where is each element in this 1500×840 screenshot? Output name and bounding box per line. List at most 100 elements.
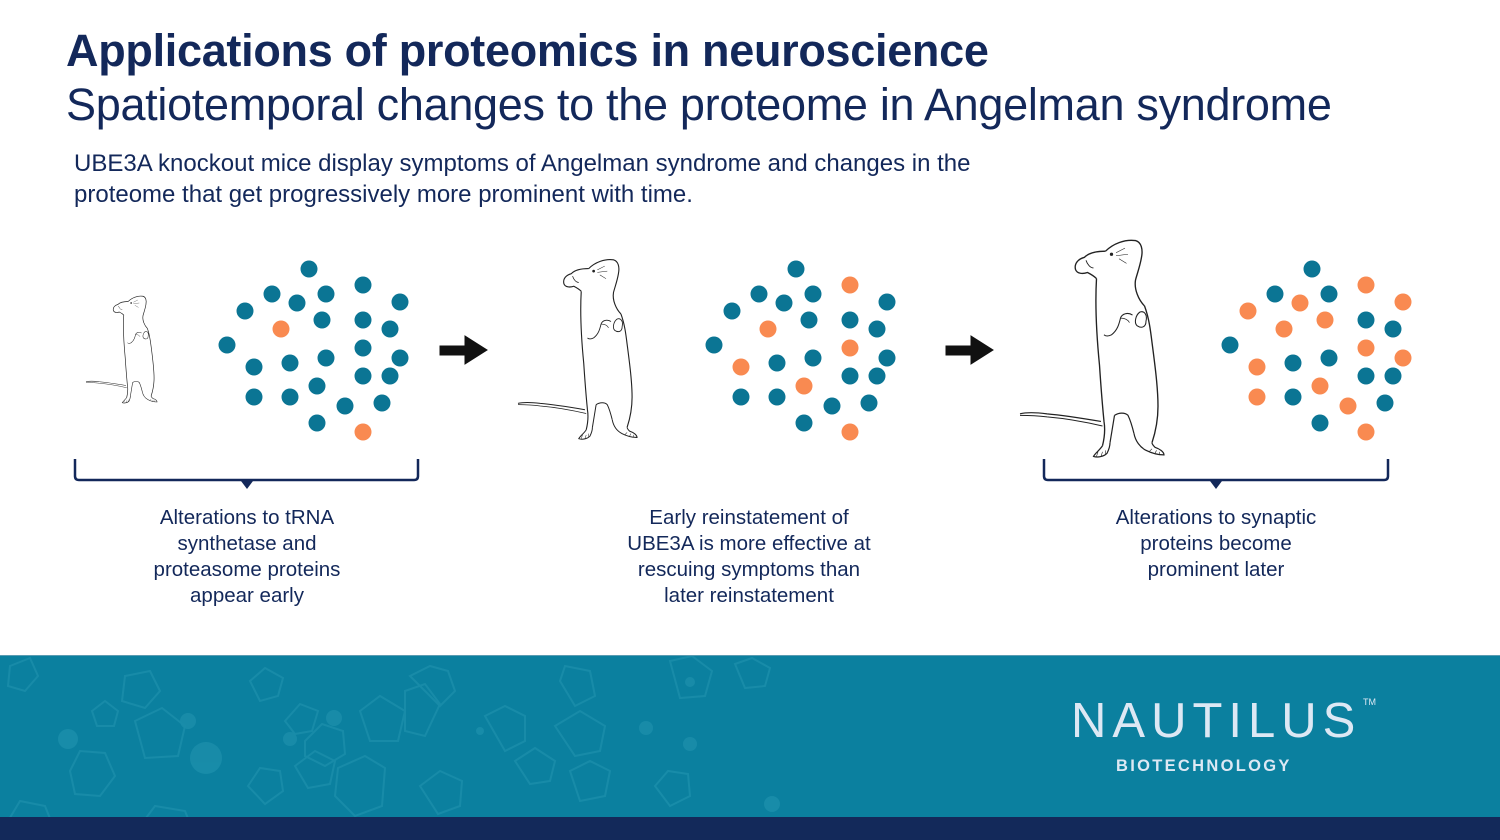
protein-dot-teal <box>768 388 786 406</box>
protein-dot-orange <box>841 423 859 441</box>
caption-middle: Early reinstatement of UBE3A is more eff… <box>589 505 909 609</box>
caption-line: proteasome proteins <box>153 558 341 581</box>
protein-dot-teal <box>732 388 750 406</box>
protein-dot-teal <box>804 285 822 303</box>
page-title: Applications of proteomics in neuroscien… <box>66 25 989 76</box>
protein-dot-teal <box>1221 336 1239 354</box>
protein-dot-teal <box>750 285 768 303</box>
caption-line: proteins become <box>1140 532 1292 555</box>
protein-dot-orange <box>1394 293 1412 311</box>
protein-dot-teal <box>1320 285 1338 303</box>
protein-dot-teal <box>1284 354 1302 372</box>
footer-band: NAUTILUS TM BIOTECHNOLOGY <box>0 655 1500 818</box>
protein-dot-teal <box>768 354 786 372</box>
protein-dot-teal <box>1266 285 1284 303</box>
protein-dot-teal <box>281 388 299 406</box>
protein-dot-orange <box>841 339 859 357</box>
protein-dot-teal <box>300 260 318 278</box>
protein-dot-teal <box>381 367 399 385</box>
protein-dot-teal <box>775 294 793 312</box>
protein-dot-orange <box>1339 397 1357 415</box>
caption-line: Early reinstatement of <box>649 506 849 529</box>
caption-line: UBE3A is more effective at <box>627 532 871 555</box>
protein-dot-orange <box>795 377 813 395</box>
intro-text: UBE3A knockout mice display symptoms of … <box>74 148 1174 210</box>
protein-dot-orange <box>1248 388 1266 406</box>
protein-dot-orange <box>841 276 859 294</box>
caption-line: appear early <box>190 584 304 607</box>
protein-dot-orange <box>732 358 750 376</box>
caption-line: Alterations to tRNA <box>159 506 335 529</box>
protein-dot-teal <box>1376 394 1394 412</box>
footer-bottom-bar <box>0 817 1500 840</box>
protein-dot-teal <box>1384 367 1402 385</box>
protein-dot-orange <box>1291 294 1309 312</box>
protein-dot-teal <box>841 367 859 385</box>
protein-dot-teal <box>263 285 281 303</box>
protein-dot-teal <box>800 311 818 329</box>
protein-dot-orange <box>354 423 372 441</box>
protein-dot-teal <box>1384 320 1402 338</box>
diagram-canvas <box>73 239 1412 489</box>
protein-dot-teal <box>245 358 263 376</box>
protein-dot-teal <box>308 414 326 432</box>
protein-dot-cluster-middle <box>705 260 896 441</box>
protein-dot-teal <box>391 293 409 311</box>
caption-line: prominent later <box>1147 558 1285 581</box>
protein-dot-teal <box>878 293 896 311</box>
protein-dot-teal <box>878 349 896 367</box>
protein-dot-teal <box>281 354 299 372</box>
protein-dot-teal <box>288 294 306 312</box>
protein-dot-teal <box>391 349 409 367</box>
bracket-late <box>1042 459 1390 489</box>
caption-early: Alterations to tRNA synthetase and prote… <box>87 505 407 609</box>
protein-dot-teal <box>723 302 741 320</box>
protein-dot-orange <box>1275 320 1293 338</box>
protein-dot-teal <box>1303 260 1321 278</box>
protein-dot-orange <box>1239 302 1257 320</box>
logo-trademark: TM <box>1363 697 1376 707</box>
protein-dot-teal <box>218 336 236 354</box>
protein-dot-teal <box>1357 311 1375 329</box>
bracket-early <box>73 459 420 489</box>
mouse-large-icon <box>1019 239 1165 458</box>
protein-dot-teal <box>795 414 813 432</box>
protein-dot-teal <box>354 339 372 357</box>
protein-dot-teal <box>868 367 886 385</box>
protein-dot-orange <box>759 320 777 338</box>
mouse-small-icon <box>85 295 158 404</box>
protein-dot-teal <box>787 260 805 278</box>
protein-dot-teal <box>354 276 372 294</box>
protein-dot-cluster-late <box>1221 260 1412 441</box>
protein-dot-teal <box>336 397 354 415</box>
mouse-medium-icon <box>517 258 638 440</box>
protein-dot-teal <box>313 311 331 329</box>
caption-line: rescuing symptoms than <box>637 558 861 581</box>
logo-tagline: BIOTECHNOLOGY <box>1116 757 1292 775</box>
protein-dot-orange <box>1394 349 1412 367</box>
protein-dot-teal <box>868 320 886 338</box>
protein-dot-orange <box>1357 339 1375 357</box>
protein-dot-teal <box>1311 414 1329 432</box>
nautilus-logo: NAUTILUS TM BIOTECHNOLOGY <box>1071 693 1411 793</box>
protein-dot-teal <box>373 394 391 412</box>
caption-line: later reinstatement <box>664 584 834 607</box>
protein-dot-teal <box>308 377 326 395</box>
caption-late: Alterations to synaptic proteins become … <box>1056 505 1376 583</box>
protein-dot-teal <box>245 388 263 406</box>
page-subtitle: Spatiotemporal changes to the proteome i… <box>66 79 1332 130</box>
protein-dot-orange <box>1357 423 1375 441</box>
protein-dot-teal <box>823 397 841 415</box>
protein-dot-teal <box>1320 349 1338 367</box>
caption-line: Alterations to synaptic <box>1115 506 1317 529</box>
right-arrow-icon <box>945 335 994 365</box>
right-arrow-icon <box>439 335 488 365</box>
protein-dot-orange <box>1357 276 1375 294</box>
caption-line: synthetase and <box>177 532 317 555</box>
molecule-pattern <box>6 656 780 818</box>
protein-dot-teal <box>804 349 822 367</box>
protein-dot-teal <box>236 302 254 320</box>
protein-dot-orange <box>1311 377 1329 395</box>
protein-dot-orange <box>1316 311 1334 329</box>
protein-dot-orange <box>1248 358 1266 376</box>
